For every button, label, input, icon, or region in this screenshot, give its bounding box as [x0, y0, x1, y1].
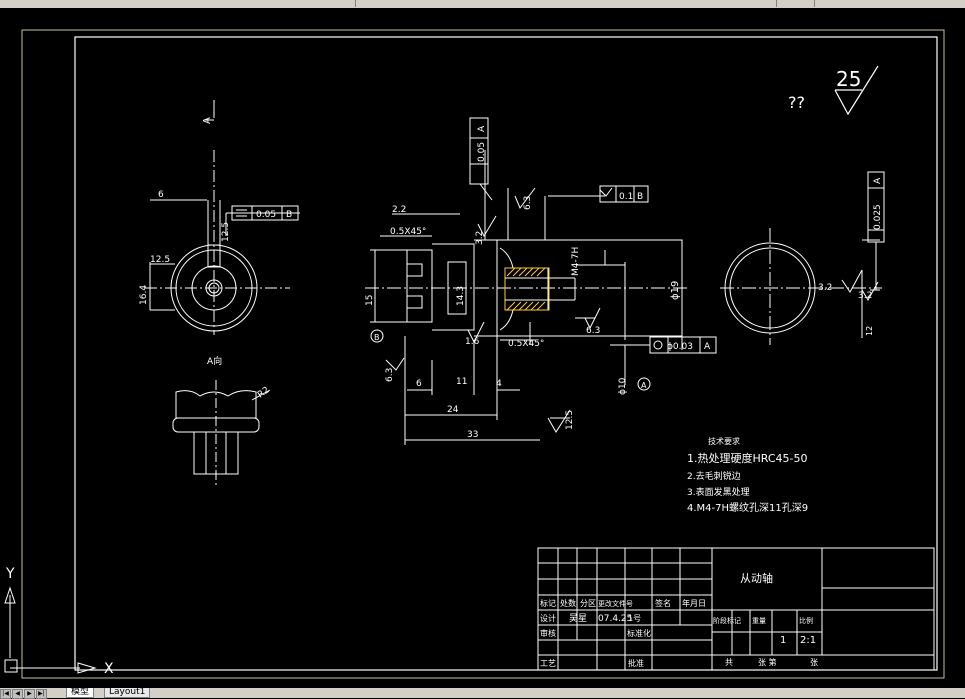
dim-3-2b: 3.2 [818, 283, 832, 293]
dim-6: 6 [158, 190, 164, 200]
conc-symbol [653, 340, 663, 350]
dim-1-6: 1.6 [465, 337, 480, 347]
section-label-a: A [202, 117, 213, 124]
hdr-mark: 标记 [540, 598, 556, 608]
layout-tab-bar: |◀ ◀ ▶ ▶| 模型 Layout1 [0, 688, 965, 699]
row-design: 设计 [540, 613, 556, 623]
dim-11: 11 [456, 377, 467, 387]
outer-border [21, 29, 945, 679]
hdr-count: 处数 [560, 598, 576, 608]
stage-label: 阶段标记 [713, 616, 741, 625]
dim-4: 4 [496, 379, 502, 389]
row-process: 工艺 [540, 659, 556, 668]
dim-phi19: ϕ19 [670, 281, 681, 300]
concentricity-datum: A [704, 342, 711, 352]
datum-b-label: B [374, 333, 380, 342]
top-toolbar-strip [0, 0, 965, 8]
unknown-label: ?? [788, 93, 805, 112]
dim-12-5-vertical: 12.5 [221, 222, 231, 242]
dim-6-3a: 6.3 [523, 196, 533, 210]
sheet-total: 共 [725, 658, 733, 667]
tab-layout1[interactable]: Layout1 [104, 688, 151, 698]
main-section-view [365, 239, 690, 337]
sheet-no: 张 第 [758, 657, 777, 667]
concentricity-value: ϕ0.03 [667, 342, 693, 352]
dim-12-5b: 12.5 [565, 410, 575, 430]
hdr-sign: 签名 [655, 598, 671, 608]
runout-a-datum: A [477, 125, 487, 132]
dim-15: 15 [365, 295, 375, 306]
hdr-date: 年月日 [682, 598, 706, 608]
dim-6-3c: 6.3 [385, 368, 395, 382]
note-1: 1.热处理硬度HRC45-50 [687, 451, 808, 465]
dim-16-4: 16.4 [139, 285, 149, 305]
dim-14-3: 14.3 [456, 286, 466, 306]
dim-6b: 6 [416, 379, 422, 389]
runout-a-value: 0.05 [477, 142, 487, 162]
dim-12-5: 12.5 [150, 255, 170, 265]
ucs-y-label: Y [5, 566, 15, 582]
roughness-main-symbol [834, 65, 879, 116]
note-4: 4.M4-7H螺纹孔深11孔深9 [687, 501, 808, 514]
weight-label: 重量 [752, 617, 766, 625]
scale-label: 比例 [799, 616, 813, 625]
thread-m4: M4-7H [571, 247, 581, 276]
designer-name: 吴星 [569, 613, 587, 624]
dim-6-3b: 6.3 [586, 326, 600, 336]
right-end-view [720, 171, 885, 345]
chamfer-1: 0.5X45° [390, 227, 426, 237]
left-end-view [145, 100, 300, 335]
tab-model[interactable]: 模型 [66, 688, 95, 698]
roughness-symbols [385, 187, 613, 433]
toolbar-segment[interactable] [356, 0, 777, 7]
chamfer-2: 0.5X45° [508, 339, 544, 349]
ucs-x-label: X [104, 661, 114, 677]
datum-a-circle [637, 377, 651, 391]
main-dim-lines [370, 117, 717, 445]
tol-sym-datum: B [286, 210, 292, 220]
approve-label: 批准 [628, 658, 644, 668]
inner-border [74, 36, 938, 671]
toolbar-segment[interactable] [777, 0, 815, 7]
part-name: 从动轴 [740, 571, 773, 585]
datum-b-circle [370, 329, 384, 343]
dim-2-2: 2.2 [392, 205, 406, 215]
design-date: 07.4.25 [598, 614, 632, 624]
quantity-value: 1 [780, 635, 786, 646]
cad-drawing-canvas[interactable]: ?? 25 A 6 0.05 B 12.5 12.5 16.4 [0, 8, 965, 688]
std-label: 标准化 [627, 628, 651, 638]
datum-a-label: A [641, 381, 647, 390]
tol-sym-value: 0.05 [256, 210, 276, 220]
note-2: 2.去毛刺锐边 [687, 470, 741, 482]
perp-value: 0.025 [873, 204, 883, 230]
sign-role: 1号 [628, 614, 641, 623]
roughness-main-value: 25 [836, 67, 861, 91]
hdr-file: 更改文件号 [598, 599, 633, 608]
note-3: 3.表面发黑处理 [687, 486, 750, 498]
perp-datum: A [873, 177, 883, 184]
notes-heading: 技术要求 [708, 436, 740, 446]
scale-value: 2:1 [800, 635, 816, 646]
toolbar-segment[interactable] [815, 0, 965, 7]
ucs-icon [4, 586, 97, 674]
dim-24: 24 [447, 405, 459, 415]
dim-33: 33 [467, 430, 478, 440]
dim-12: 12 [865, 326, 874, 336]
hdr-zone: 分区 [580, 599, 596, 608]
title-block-grid [537, 547, 935, 671]
dim-3-2a: 3.2 [475, 231, 485, 245]
dim-3-2c: 3.2 [858, 291, 872, 301]
runout-b-datum: B [637, 192, 643, 202]
view-label: A向 [207, 355, 222, 367]
runout-b-value: 0.1 [619, 192, 633, 202]
dim-phi10: ϕ10 [618, 377, 628, 395]
toolbar-segment[interactable] [0, 0, 356, 7]
sheet-unit: 张 [810, 658, 818, 667]
detail-view [172, 380, 271, 488]
row-review: 审核 [540, 628, 556, 638]
dim-r2: R2 [256, 385, 272, 400]
thread-hatch [506, 267, 546, 311]
